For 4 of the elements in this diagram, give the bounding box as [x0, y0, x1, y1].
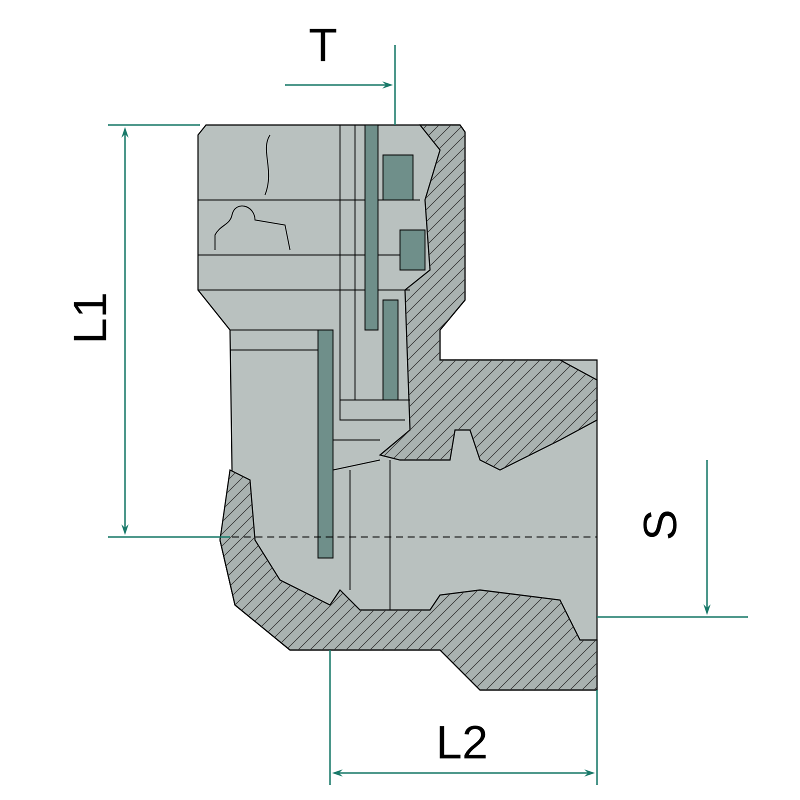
dimension-label: L1	[74, 294, 106, 340]
dimension-label: T	[310, 28, 336, 62]
dimension-label: L2	[440, 726, 486, 758]
dimension-label: S	[643, 512, 677, 538]
